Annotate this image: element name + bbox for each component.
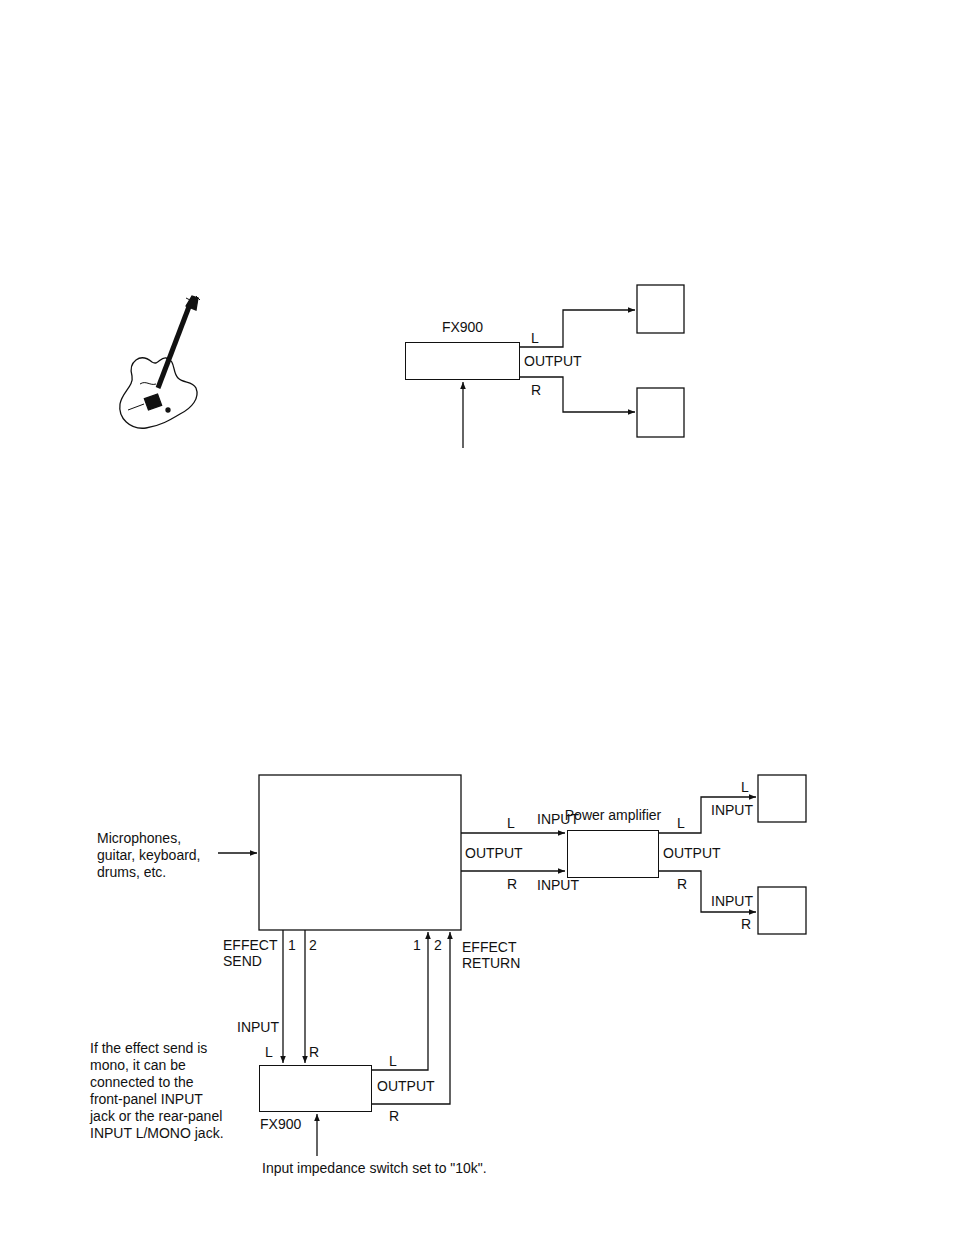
callout-number: 1 — [413, 937, 421, 953]
guitar-illustration — [120, 296, 200, 428]
channel-label: R — [531, 382, 541, 398]
return-wire — [372, 932, 450, 1104]
send-wire — [282, 930, 283, 1063]
callout-number: 1 — [288, 937, 296, 953]
amp-out-wire — [659, 871, 756, 912]
source-note: Microphones, guitar, keyboard, drums, et… — [97, 830, 213, 881]
effects-unit: FX900 — [259, 1065, 372, 1112]
channel-label: L — [677, 815, 685, 831]
callout-number: 2 — [309, 937, 317, 953]
port-label: INPUT — [537, 811, 579, 827]
port-label: OUTPUT — [663, 845, 721, 861]
note-text: If the effect send is mono, it can be co… — [90, 1040, 226, 1142]
source-arrow — [218, 852, 257, 853]
channel-label: R — [677, 876, 687, 892]
speaker-box — [758, 887, 806, 934]
note-text: Input impedance switch set to "10k". — [262, 1160, 487, 1176]
port-label: OUTPUT — [465, 845, 523, 861]
speaker-box — [758, 775, 806, 822]
output-wire — [520, 377, 635, 412]
channel-label: L — [507, 815, 515, 831]
port-label: OUTPUT — [377, 1078, 435, 1094]
unit-name: FX900 — [442, 319, 483, 335]
amp-out-wire — [659, 797, 756, 833]
port-label: INPUT — [537, 877, 579, 893]
port-label: INPUT — [237, 1019, 279, 1035]
mixer-box — [259, 775, 461, 930]
channel-label: R — [507, 876, 517, 892]
port-label: EFFECT RETURN — [462, 939, 520, 971]
port-label: INPUT — [711, 893, 753, 909]
port-label: INPUT — [711, 802, 753, 818]
channel-label: R — [741, 916, 751, 932]
port-label: OUTPUT — [524, 353, 582, 369]
callout-number: 2 — [434, 937, 442, 953]
power-amplifier: Power amplifier — [567, 830, 659, 878]
port-label: EFFECT SEND — [223, 937, 277, 969]
guitar-input-arrow — [462, 382, 463, 448]
speaker-box — [637, 388, 684, 437]
channel-label: L — [741, 779, 749, 795]
mixer-out-wire — [461, 832, 565, 833]
unit-name: FX900 — [260, 1116, 301, 1132]
return-wire — [372, 932, 428, 1070]
channel-label: R — [309, 1044, 319, 1060]
channel-label: L — [389, 1053, 397, 1069]
effects-unit: FX900 — [405, 342, 520, 380]
impedance-arrow — [316, 1114, 317, 1156]
mixer-out-wire — [461, 870, 565, 871]
unit-name: Power amplifier — [565, 807, 661, 823]
speaker-box — [637, 285, 684, 333]
channel-label: L — [531, 330, 539, 346]
output-wire — [520, 310, 635, 347]
send-wire — [304, 930, 305, 1063]
channel-label: R — [389, 1108, 399, 1124]
channel-label: L — [265, 1044, 273, 1060]
